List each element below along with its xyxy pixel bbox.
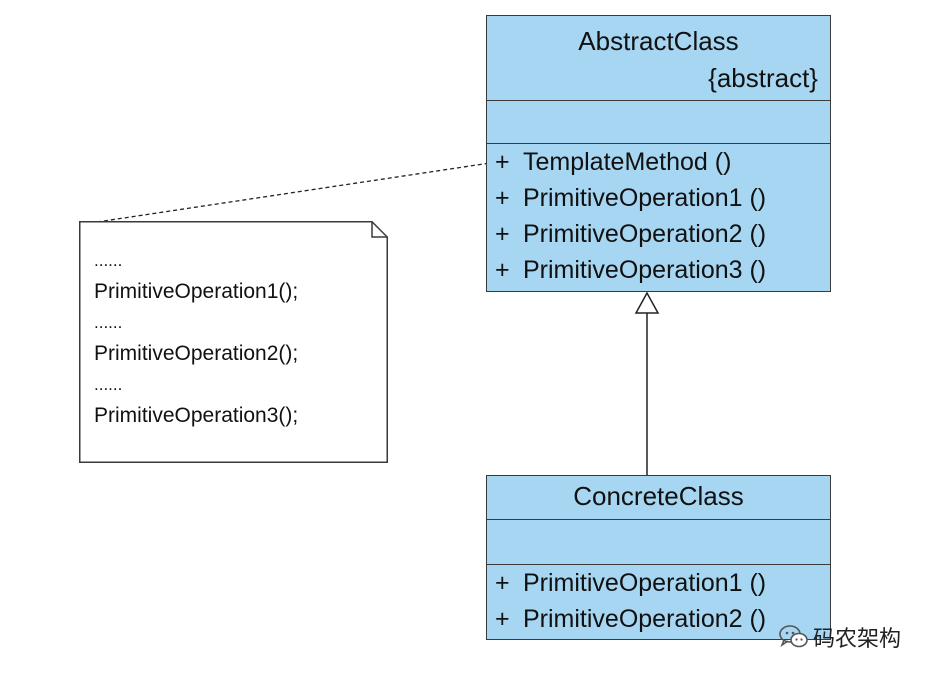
operation-row: + PrimitiveOperation1 ()	[487, 180, 830, 216]
watermark-text: 码农架构	[813, 626, 902, 651]
note-line: ......	[94, 313, 123, 332]
concrete-class-name: ConcreteClass	[573, 481, 744, 511]
generalization-arrowhead	[634, 291, 660, 314]
note-anchor-line	[96, 162, 491, 223]
note-text: ...... PrimitiveOperation1(); ...... Pri…	[94, 245, 298, 431]
abstract-class-stereotype: {abstract}	[708, 63, 818, 93]
operation-signature: PrimitiveOperation2 ()	[523, 220, 767, 248]
note-outline	[79, 221, 388, 463]
operation-row: + TemplateMethod ()	[487, 144, 830, 180]
concrete-class-operations-compartment: + PrimitiveOperation1 () + PrimitiveOperat…	[487, 564, 830, 637]
abstract-class-name: AbstractClass	[578, 26, 739, 56]
abstract-class-operations-compartment: + TemplateMethod () + PrimitiveOperation1 …	[487, 143, 830, 288]
abstract-class-box[interactable]: AbstractClass {abstract} + TemplateMethod…	[486, 15, 831, 292]
visibility-marker: +	[495, 220, 510, 248]
note-shape	[79, 221, 388, 463]
template-method-note[interactable]: ...... PrimitiveOperation1(); ...... Pri…	[79, 221, 388, 463]
note-line: ......	[94, 375, 123, 394]
note-line: PrimitiveOperation2();	[94, 342, 299, 365]
visibility-marker: +	[495, 605, 510, 633]
operation-row: + PrimitiveOperation3 ()	[487, 252, 830, 288]
abstract-class-attributes-compartment	[487, 100, 830, 143]
concrete-class-box[interactable]: ConcreteClass + PrimitiveOperation1 () + P…	[486, 475, 831, 640]
operation-signature: TemplateMethod ()	[523, 148, 732, 176]
operation-row: + PrimitiveOperation2 ()	[487, 601, 830, 637]
concrete-class-name-compartment: ConcreteClass	[487, 476, 830, 519]
note-line: PrimitiveOperation3();	[94, 404, 299, 427]
visibility-marker: +	[495, 569, 510, 597]
watermark: 码农架构	[779, 621, 901, 653]
wechat-icon	[779, 625, 808, 648]
operation-signature: PrimitiveOperation2 ()	[523, 605, 767, 633]
visibility-marker: +	[495, 184, 510, 212]
operation-signature: PrimitiveOperation1 ()	[523, 569, 767, 597]
operation-signature: PrimitiveOperation3 ()	[523, 256, 767, 284]
concrete-class-attributes-compartment	[487, 519, 830, 564]
note-line: ......	[94, 251, 123, 270]
operation-signature: PrimitiveOperation1 ()	[523, 184, 767, 212]
note-line: PrimitiveOperation1();	[94, 280, 299, 303]
visibility-marker: +	[495, 256, 510, 284]
operation-row: + PrimitiveOperation2 ()	[487, 216, 830, 252]
visibility-marker: +	[495, 148, 510, 176]
abstract-class-name-compartment: AbstractClass {abstract}	[487, 16, 830, 100]
note-fold-corner	[371, 221, 388, 238]
operation-row: + PrimitiveOperation1 ()	[487, 565, 830, 601]
